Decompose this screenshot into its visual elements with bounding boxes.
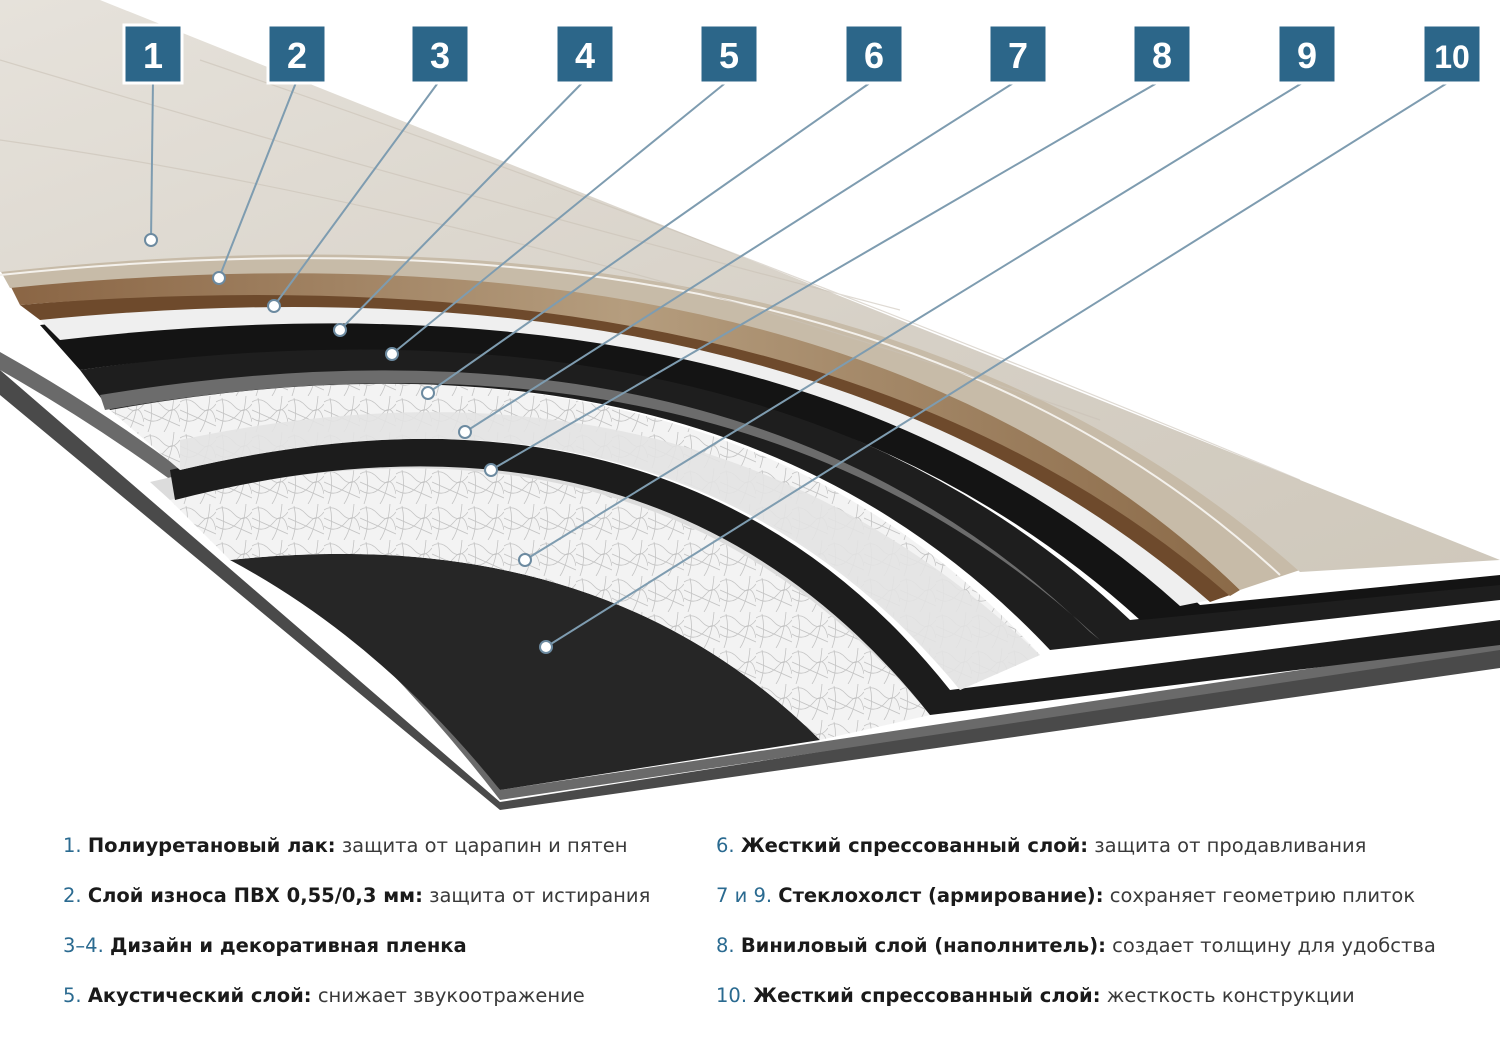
layer-8-band — [170, 438, 1500, 715]
badge-8: 8 — [1131, 23, 1193, 85]
svg-text:10: 10 — [1434, 39, 1470, 75]
svg-text:4: 4 — [575, 35, 595, 76]
legend-item-1: 1. Полиуретановый лак: защита от царапин… — [63, 822, 703, 872]
legend-number: 3–4. — [63, 934, 104, 957]
legend-description: создает толщину для удобства — [1112, 934, 1436, 957]
layer-9-fiberglass — [170, 468, 930, 740]
legend-description: жесткость конструкции — [1106, 984, 1355, 1007]
legend-column-right: 6. Жесткий спрессованный слой: защита от… — [716, 822, 1496, 1022]
layer-6-rigid — [80, 347, 1500, 650]
layer-2-wear — [0, 253, 1300, 590]
legend-item-3-4: 3–4. Дизайн и декоративная пленка — [63, 922, 703, 972]
svg-text:7: 7 — [1008, 35, 1028, 76]
legend-description: защита от царапин и пятен — [341, 834, 628, 857]
dot-6 — [421, 386, 435, 400]
badge-6: 6 — [843, 23, 905, 85]
legend-description: сохраняет геометрию плиток — [1109, 884, 1416, 907]
badge-4: 4 — [554, 23, 616, 85]
legend-item-10: 10. Жесткий спрессованный слой: жесткост… — [716, 972, 1496, 1022]
dot-9 — [518, 553, 532, 567]
flooring-layers-diagram: 1 2 3 4 5 6 7 8 9 10 — [0, 0, 1500, 810]
legend-item-7-9: 7 и 9. Стеклохолст (армирование): сохран… — [716, 872, 1496, 922]
layers-legend: 1. Полиуретановый лак: защита от царапин… — [0, 822, 1500, 1042]
legend-number: 6. — [716, 834, 735, 857]
badge-7: 7 — [987, 23, 1049, 85]
badge-5: 5 — [698, 23, 760, 85]
legend-item-5: 5. Акустический слой: снижает звукоотраж… — [63, 972, 703, 1022]
legend-item-2: 2. Слой износа ПВХ 0,55/0,3 мм: защита о… — [63, 872, 703, 922]
legend-item-6: 6. Жесткий спрессованный слой: защита от… — [716, 822, 1496, 872]
layer-2-line — [0, 257, 1281, 576]
legend-description: снижает звукоотражение — [317, 984, 585, 1007]
legend-term: Полиуретановый лак: — [87, 834, 336, 857]
legend-number: 5. — [63, 984, 82, 1007]
layer-10-base — [0, 370, 1500, 810]
legend-term: Стеклохолст (армирование): — [778, 884, 1104, 907]
dot-8 — [484, 463, 498, 477]
legend-term: Дизайн и декоративная пленка — [109, 934, 467, 957]
svg-text:5: 5 — [719, 35, 739, 76]
badge-3: 3 — [409, 23, 471, 85]
dot-7 — [458, 425, 472, 439]
dot-3 — [267, 299, 281, 313]
legend-number: 8. — [716, 934, 735, 957]
legend-description: защита от продавливания — [1094, 834, 1367, 857]
dot-2 — [212, 271, 226, 285]
layer-1-lacquer — [0, 0, 1500, 572]
dot-1 — [144, 233, 158, 247]
badge-2: 2 — [266, 23, 328, 85]
layer-3-design — [10, 269, 1240, 596]
legend-number: 1. — [63, 834, 82, 857]
leader-dots — [144, 233, 553, 654]
legend-term: Слой износа ПВХ 0,55/0,3 мм: — [87, 884, 423, 907]
dot-5 — [385, 347, 399, 361]
svg-text:9: 9 — [1297, 35, 1317, 76]
legend-number: 10. — [716, 984, 748, 1007]
dot-10 — [539, 640, 553, 654]
legend-item-8: 8. Виниловый слой (наполнитель): создает… — [716, 922, 1496, 972]
legend-term: Жесткий спрессованный слой: — [740, 834, 1089, 857]
badge-10: 10 — [1421, 23, 1483, 85]
number-badges: 1 2 3 4 5 6 7 8 9 10 — [122, 23, 1483, 85]
badge-9: 9 — [1276, 23, 1338, 85]
legend-term: Жесткий спрессованный слой: — [753, 984, 1101, 1007]
legend-number: 2. — [63, 884, 82, 907]
layer-7-light — [180, 412, 1040, 690]
svg-text:2: 2 — [287, 35, 307, 76]
layer-4-decor — [20, 293, 1230, 602]
legend-column-left: 1. Полиуретановый лак: защита от царапин… — [63, 822, 703, 1022]
layer-5-light — [40, 305, 1210, 606]
svg-text:8: 8 — [1152, 35, 1172, 76]
leader-lines — [150, 79, 1453, 648]
badge-1: 1 — [122, 23, 184, 85]
svg-text:6: 6 — [864, 35, 884, 76]
dot-4 — [333, 323, 347, 337]
svg-text:1: 1 — [143, 35, 163, 76]
layer-10-rigid — [230, 553, 820, 790]
legend-description: защита от истирания — [429, 884, 651, 907]
svg-text:3: 3 — [430, 35, 450, 76]
legend-term: Акустический слой: — [87, 984, 312, 1007]
legend-number: 7 и 9. — [716, 884, 773, 907]
legend-term: Виниловый слой (наполнитель): — [740, 934, 1106, 957]
